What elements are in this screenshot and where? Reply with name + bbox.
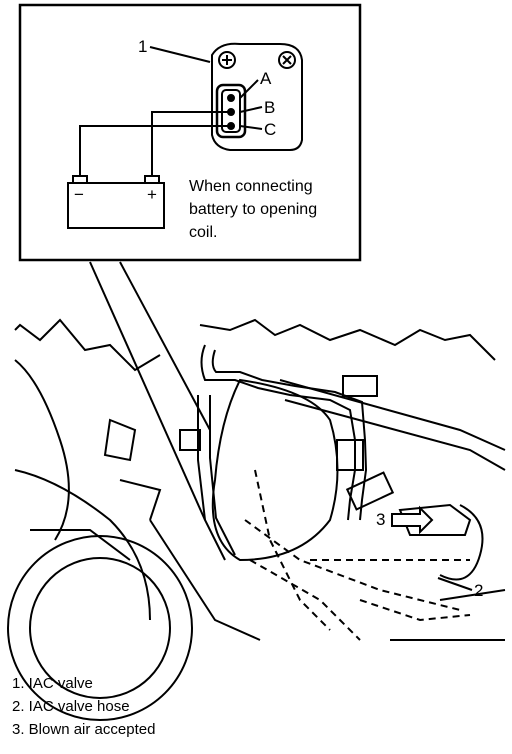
pin-label-a: A <box>260 69 272 88</box>
iac-valve-body <box>211 42 303 151</box>
caption-line-1: When connecting <box>189 178 313 195</box>
legend-item-blown-air: 3. Blown air accepted <box>12 721 156 738</box>
callout-1-leader <box>149 46 211 63</box>
blown-air-arrow <box>391 505 434 535</box>
callout-1: 1 <box>138 37 147 56</box>
callout-3: 3 <box>376 510 385 529</box>
inset-leader-lines <box>89 261 211 521</box>
parts-legend: 1. IAC valve 2. IAC valve hose 3. Blown … <box>12 672 155 741</box>
battery-icon <box>67 175 165 229</box>
caption-line-3: coil. <box>189 224 218 241</box>
callout-2-leader <box>437 577 473 591</box>
battery-negative-label: − <box>74 185 84 204</box>
battery-wiring <box>79 79 263 175</box>
pin-label-c: C <box>264 120 276 139</box>
inset-panel: − + A B C 1 <box>18 3 362 262</box>
inset-caption: When connecting battery to opening coil. <box>189 175 349 244</box>
caption-line-2: battery to opening <box>189 201 318 218</box>
callout-2: 2 <box>474 581 483 600</box>
engine-bay-drawing <box>7 318 506 721</box>
legend-item-iac-valve: 1. IAC valve <box>12 675 93 692</box>
legend-item-iac-valve-hose: 2. IAC valve hose <box>12 698 130 715</box>
pin-label-b: B <box>264 98 275 117</box>
battery-positive-label: + <box>147 185 157 204</box>
